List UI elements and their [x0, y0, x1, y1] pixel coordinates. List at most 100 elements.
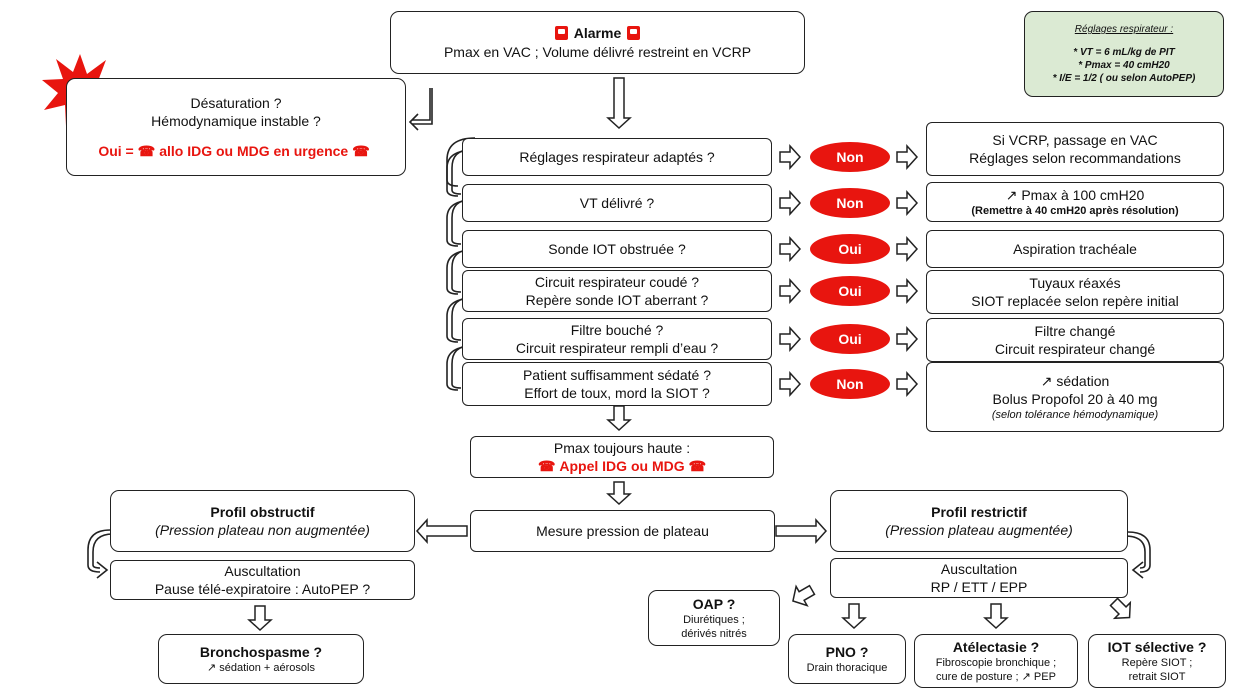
step-question-text: VT délivré ? — [579, 194, 655, 211]
phone-icon: ☎ — [137, 143, 156, 160]
down-arrow-icon — [983, 603, 1009, 630]
step-question-text: Sonde IOT obstruée ? — [548, 240, 686, 257]
step-question-box: Réglages respirateur adaptés ? — [462, 138, 772, 176]
step-answer-pill: Non — [810, 188, 890, 218]
step-question-box: Filtre bouché ?Circuit respirateur rempl… — [462, 318, 772, 360]
right-arrow-icon — [779, 144, 802, 170]
diagonal-arrow-icon — [1109, 597, 1132, 620]
restrictive-subtitle: (Pression plateau augmentée) — [885, 522, 1073, 538]
step-answer-pill: Non — [810, 142, 890, 172]
down-arrow-icon — [606, 77, 632, 130]
right-arrow-icon — [779, 371, 802, 397]
step-question-box: VT délivré ? — [462, 184, 772, 222]
step-result-text: Circuit respirateur changé — [994, 341, 1156, 357]
step-result-text: ↗ Pmax à 100 cmH20 — [1005, 186, 1145, 203]
plateau-box: Mesure pression de plateau — [470, 510, 775, 552]
diagonal-arrow-icon — [792, 584, 816, 607]
restrictive-profile-box: Profil restrictif (Pression plateau augm… — [830, 490, 1128, 552]
alarm-subtitle: Pmax en VAC ; Volume délivré restreint e… — [443, 43, 752, 60]
obstructive-profile-box: Profil obstructif (Pression plateau non … — [110, 490, 415, 552]
step-result-text: Si VCRP, passage en VAC — [992, 131, 1158, 148]
desat-line1: Désaturation ? — [190, 94, 282, 111]
settings-vt: * VT = 6 mL/kg de PIT — [1073, 47, 1175, 58]
step-question-box: Sonde IOT obstruée ? — [462, 230, 772, 268]
step-question-text: Patient suffisamment sédaté ? — [522, 366, 712, 383]
step-question-text: Circuit respirateur coudé ? — [534, 273, 700, 290]
step-result-text: SIOT replacée selon repère initial — [971, 293, 1179, 309]
atelectasis-box: Atélectasie ? Fibroscopie bronchique ; c… — [914, 634, 1078, 688]
oap-box: OAP ? Diurétiques ; dérivés nitrés — [648, 590, 780, 646]
step-question-box: Circuit respirateur coudé ? Repère sonde … — [462, 270, 772, 312]
settings-ie: * I/E = 1/2 ( ou selon AutoPEP) — [1052, 73, 1196, 84]
alarm-title-line: Alarme — [549, 24, 646, 42]
step-answer-pill: Oui — [810, 276, 890, 306]
right-arrow-icon — [896, 190, 919, 216]
step-result-text: Bolus Propofol 20 à 40 mg — [992, 390, 1158, 407]
step-result-box: ↗ Pmax à 100 cmH20(Remettre à 40 cmH20 a… — [926, 182, 1224, 222]
obstructive-title: Profil obstructif — [210, 503, 315, 520]
ventilator-settings-box: Réglages respirateur : * VT = 6 mL/kg de… — [1024, 11, 1224, 97]
step-question-text: Filtre bouché ? — [570, 321, 664, 338]
right-arrow-icon — [896, 236, 919, 262]
down-arrow-icon — [606, 405, 632, 432]
pno-box: PNO ? Drain thoracique — [788, 634, 906, 684]
step-result-text: Filtre changé — [1034, 322, 1116, 339]
oap-line2: dérivés nitrés — [681, 628, 747, 641]
step-question-text: Réglages respirateur adaptés ? — [519, 148, 715, 165]
bronchospasm-title: Bronchospasme ? — [199, 643, 323, 660]
obstructive-ausc-detail: Pause télé-expiratoire : AutoPEP ? — [154, 581, 371, 597]
down-arrow-icon — [841, 603, 867, 630]
oap-line1: Diurétiques ; — [683, 613, 745, 626]
restrictive-ausc-detail: RP / ETT / EPP — [930, 579, 1028, 595]
pmax-high-action-line: ☎Appel IDG ou MDG☎ — [534, 457, 710, 475]
desat-action-prefix: Oui = — [98, 143, 134, 160]
settings-pmax: * Pmax = 40 cmH20 — [1078, 60, 1170, 71]
right-arrow-icon — [775, 518, 828, 544]
atel-line2: cure de posture ; ↗ PEP — [936, 671, 1056, 684]
obstructive-auscultation-box: Auscultation Pause télé-expiratoire : Au… — [110, 560, 415, 600]
restrictive-auscultation-box: Auscultation RP / ETT / EPP — [830, 558, 1128, 598]
right-arrow-icon — [779, 236, 802, 262]
bronchospasm-box: Bronchospasme ? ↗ sédation + aérosols — [158, 634, 364, 684]
pno-title: PNO ? — [825, 643, 869, 660]
right-arrow-icon — [896, 371, 919, 397]
right-arrow-icon — [779, 190, 802, 216]
right-arrow-icon — [896, 278, 919, 304]
desat-line2: Hémodynamique instable ? — [151, 112, 321, 129]
selective-iot-box: IOT sélective ? Repère SIOT ; retrait SI… — [1088, 634, 1226, 688]
alarm-icon — [627, 26, 641, 41]
desaturation-box: Désaturation ? Hémodynamique instable ? … — [66, 78, 406, 176]
step-answer-pill: Non — [810, 369, 890, 399]
right-arrow-icon — [779, 326, 802, 352]
plateau-label: Mesure pression de plateau — [536, 522, 709, 539]
iot-line1: Repère SIOT ; — [1121, 656, 1193, 669]
iot-line2: retrait SIOT — [1128, 671, 1186, 684]
alarm-box: Alarme Pmax en VAC ; Volume délivré rest… — [390, 11, 805, 74]
step-answer-pill: Oui — [810, 324, 890, 354]
iot-title: IOT sélective ? — [1107, 638, 1207, 655]
atel-line1: Fibroscopie bronchique ; — [935, 656, 1057, 669]
pno-line1: Drain thoracique — [806, 661, 888, 674]
bronchospasm-detail: ↗ sédation + aérosols — [207, 661, 315, 674]
down-arrow-icon — [606, 481, 632, 506]
step-link — [446, 137, 476, 187]
atel-title: Atélectasie ? — [952, 638, 1040, 655]
phone-icon: ☎ — [352, 143, 370, 160]
step-result-text: ↗ sédation — [1040, 372, 1110, 389]
step-result-text: Tuyaux réaxés — [1029, 274, 1121, 291]
pmax-high-line1: Pmax toujours haute : — [553, 439, 691, 456]
step-result-text: (Remettre à 40 cmH20 après résolution) — [971, 204, 1179, 217]
down-arrow-icon — [247, 605, 273, 632]
phone-icon: ☎ — [688, 458, 707, 474]
right-arrow-icon — [896, 144, 919, 170]
step-question-box: Patient suffisamment sédaté ?Effort de t… — [462, 362, 772, 406]
obstructive-subtitle: (Pression plateau non augmentée) — [155, 522, 370, 538]
phone-icon: ☎ — [537, 458, 556, 474]
step-question-text: Repère sonde IOT aberrant ? — [525, 292, 709, 308]
step-result-box: Aspiration trachéale — [926, 230, 1224, 268]
obstructive-ausc-title: Auscultation — [224, 562, 301, 579]
